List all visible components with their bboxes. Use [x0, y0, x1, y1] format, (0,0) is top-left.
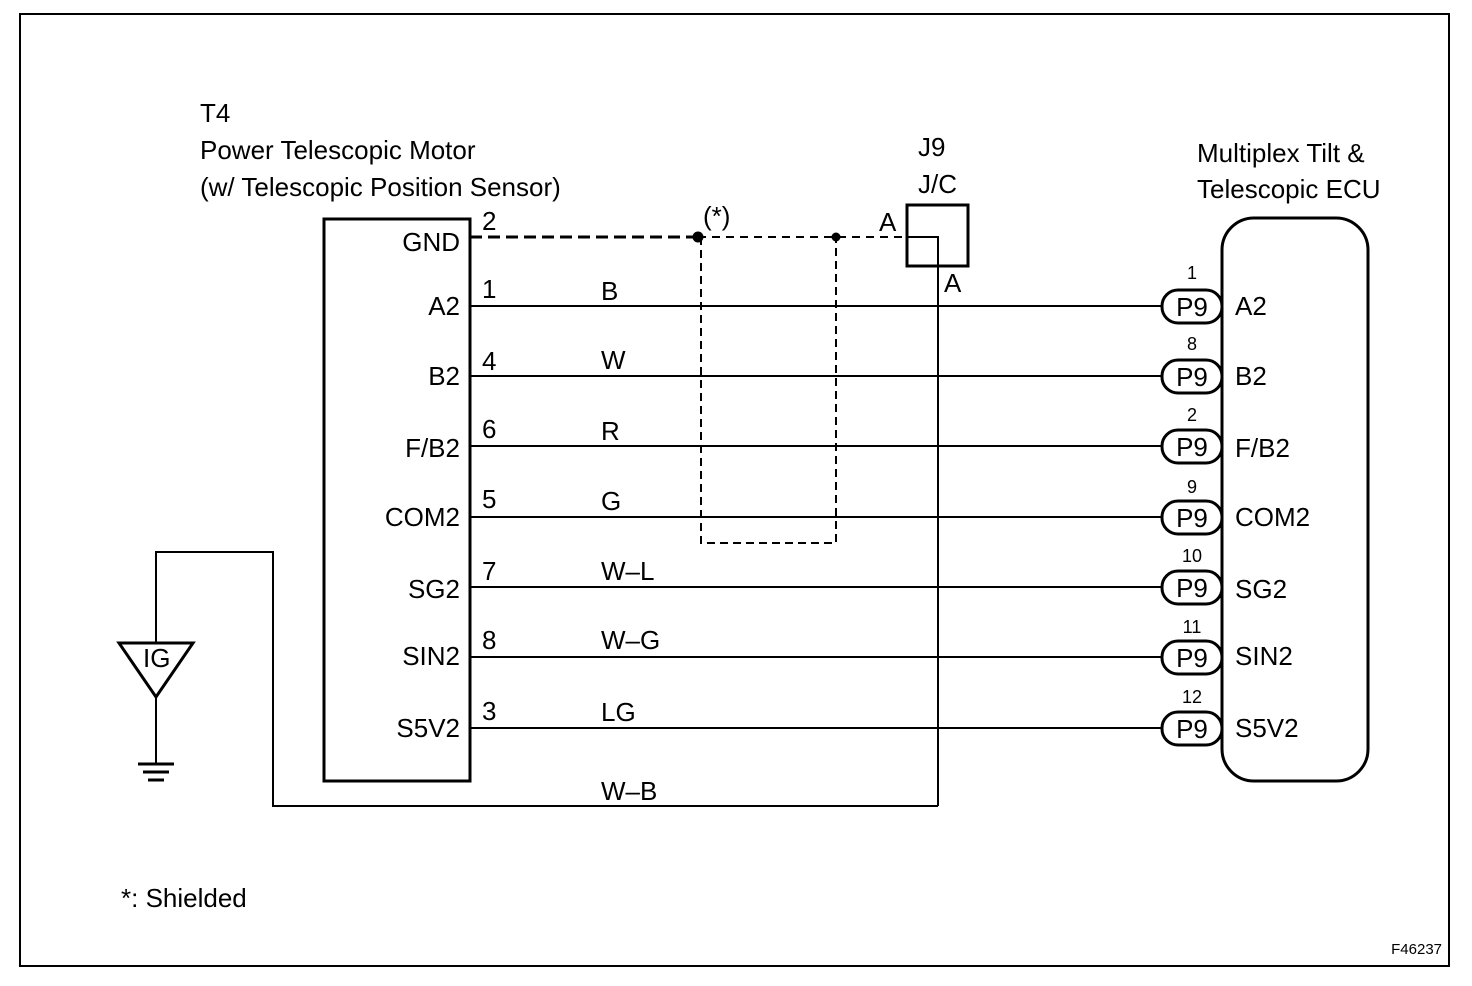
motor-name: Power Telescopic Motor — [200, 135, 476, 165]
ecu-terminal-s5v2: S5V2 — [1235, 713, 1299, 743]
motor-pin-fb2: 6 — [482, 414, 496, 444]
ecu-terminal-fb2: F/B2 — [1235, 433, 1290, 463]
motor-terminal-sin2: SIN2 — [402, 641, 460, 671]
wire-color-sin2: W–G — [601, 625, 660, 655]
ecu-name-line2: Telescopic ECU — [1197, 174, 1381, 204]
wire-color-s5v2: LG — [601, 697, 636, 727]
connector-label-sg2: P9 — [1176, 573, 1208, 603]
connector-label-s5v2: P9 — [1176, 714, 1208, 744]
connector-label-a2: P9 — [1176, 292, 1208, 322]
ecu-pin-sg2: 10 — [1182, 546, 1202, 566]
connector-p9-fb2 — [1160, 428, 1224, 465]
ecu-terminal-b2: B2 — [1235, 361, 1267, 391]
motor-terminal-b2: B2 — [428, 361, 460, 391]
ecu-pin-sin2: 11 — [1183, 617, 1202, 637]
ig-label: IG — [143, 643, 170, 673]
junction-in-label: A — [879, 207, 897, 237]
ecu-name-line1: Multiplex Tilt & — [1197, 138, 1365, 168]
motor-pin-b2: 4 — [482, 346, 496, 376]
ecu-pin-com2: 9 — [1187, 477, 1197, 497]
motor-terminal-sg2: SG2 — [408, 574, 460, 604]
ecu-pin-b2: 8 — [1187, 334, 1197, 354]
connector-p9-s5v2 — [1160, 710, 1224, 747]
junction-ref: J9 — [918, 132, 945, 162]
motor-pin-a2: 1 — [482, 274, 496, 304]
ecu-pin-fb2: 2 — [1187, 405, 1197, 425]
motor-box — [322, 217, 472, 783]
connector-label-com2: P9 — [1176, 503, 1208, 533]
wire-color-fb2: R — [601, 416, 620, 446]
ecu-connectors — [1160, 288, 1224, 747]
ground-return-wire — [155, 551, 938, 807]
connector-label-b2: P9 — [1176, 362, 1208, 392]
connector-p9-b2 — [1160, 358, 1224, 395]
junction-ground-path — [907, 236, 939, 806]
motor-pin-sg2: 7 — [482, 556, 496, 586]
shield-footnote: *: Shielded — [121, 883, 247, 913]
wire-color-com2: G — [601, 486, 621, 516]
connector-p9-com2 — [1160, 499, 1224, 536]
ecu-pin-a2: 1 — [1187, 263, 1197, 283]
connector-label-fb2: P9 — [1176, 432, 1208, 462]
wire-color-a2: B — [601, 276, 618, 306]
ecu-terminal-sg2: SG2 — [1235, 574, 1287, 604]
connector-p9-a2 — [1160, 288, 1224, 325]
wire-color-sg2: W–L — [601, 556, 654, 586]
motor-pin-sin2: 8 — [482, 625, 496, 655]
ecu-box — [1220, 216, 1370, 783]
ecu-terminal-a2: A2 — [1235, 291, 1267, 321]
shield-mark: (*) — [703, 201, 730, 231]
motor-terminal-s5v2: S5V2 — [396, 713, 460, 743]
motor-terminal-a2: A2 — [428, 291, 460, 321]
motor-pin-gnd: 2 — [482, 206, 496, 236]
wire-color-b2: W — [601, 345, 626, 375]
motor-terminal-fb2: F/B2 — [405, 433, 460, 463]
shield-enclosure — [700, 237, 837, 544]
ecu-terminal-com2: COM2 — [1235, 502, 1310, 532]
motor-terminal-com2: COM2 — [385, 502, 460, 532]
ecu-terminal-sin2: SIN2 — [1235, 641, 1293, 671]
ecu-pin-s5v2: 12 — [1182, 687, 1202, 707]
connector-p9-sin2 — [1160, 639, 1224, 676]
junction-out-label: A — [944, 268, 962, 298]
connector-label-sin2: P9 — [1176, 643, 1208, 673]
motor-ref: T4 — [200, 98, 230, 128]
motor-subtitle: (w/ Telescopic Position Sensor) — [200, 172, 561, 202]
motor-pin-com2: 5 — [482, 484, 496, 514]
connector-p9-sg2 — [1160, 569, 1224, 606]
junction-name: J/C — [918, 169, 957, 199]
ig-triangle — [116, 641, 196, 700]
motor-pin-s5v2: 3 — [482, 696, 496, 726]
figure-id: F46237 — [1391, 941, 1442, 958]
diagram-frame — [19, 13, 1450, 967]
motor-terminal-gnd: GND — [402, 227, 460, 257]
wire-color-ground: W–B — [601, 776, 657, 806]
